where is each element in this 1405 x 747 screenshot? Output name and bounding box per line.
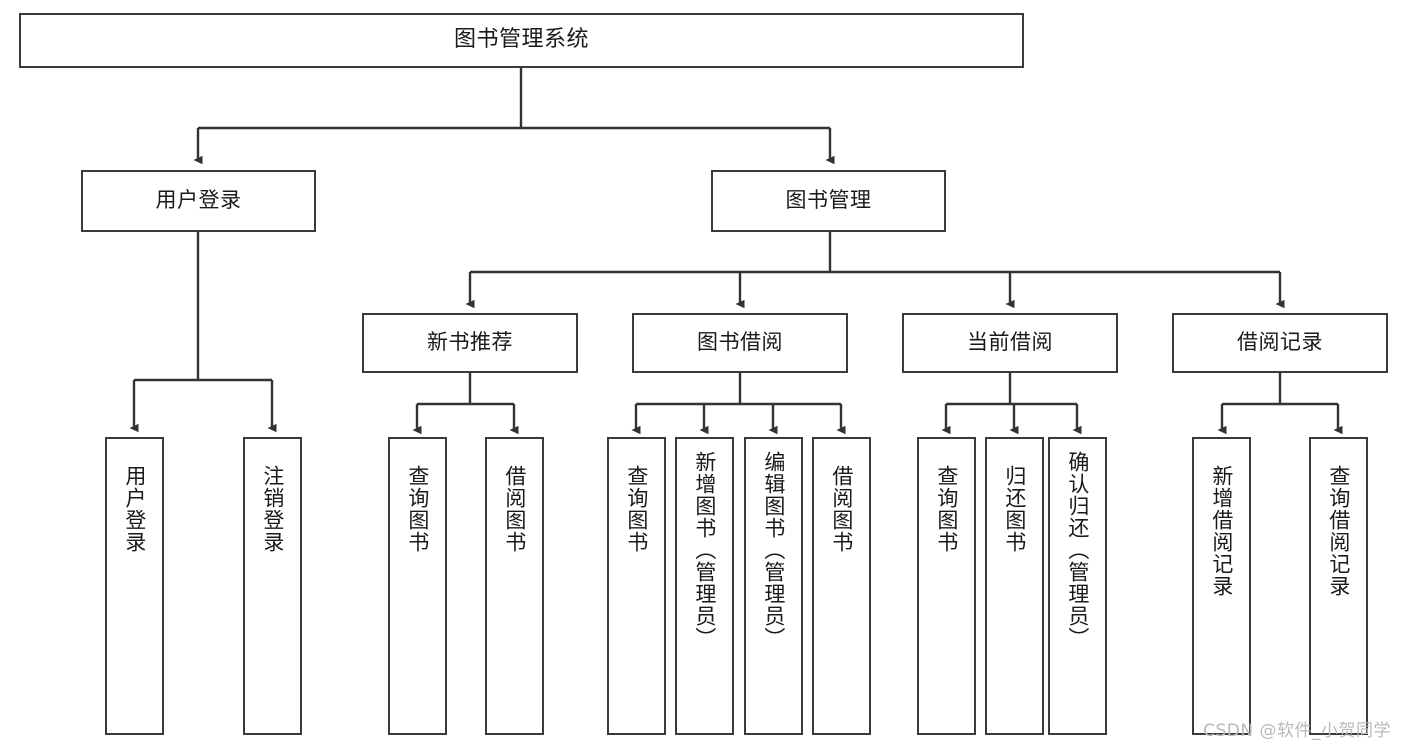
node-book-borrow-label: 图书借阅 xyxy=(697,330,783,355)
leaf-query-borrow-record-label: 查询借阅记录 xyxy=(1326,465,1351,597)
leaf-query-book-borrow-label: 查询图书 xyxy=(624,465,649,553)
leaf-borrow-book-borrow-label: 借阅图书 xyxy=(829,465,854,553)
watermark: CSDN @软件_小贺同学 xyxy=(1203,721,1391,741)
leaf-edit-book-label: 编辑图书（管理员） xyxy=(761,451,786,649)
leaf-logout-login-label: 注销登录 xyxy=(260,465,285,553)
node-book-manage-label: 图书管理 xyxy=(785,188,872,213)
node-book-borrow[interactable]: 图书借阅 xyxy=(632,313,848,373)
leaf-confirm-return[interactable]: 确认归还（管理员） xyxy=(1048,437,1107,735)
leaf-query-book-borrow[interactable]: 查询图书 xyxy=(607,437,666,735)
leaf-user-login[interactable]: 用户登录 xyxy=(105,437,164,735)
node-current-borrow-label: 当前借阅 xyxy=(967,330,1053,355)
node-new-book-recommend[interactable]: 新书推荐 xyxy=(362,313,578,373)
node-borrow-record[interactable]: 借阅记录 xyxy=(1172,313,1388,373)
leaf-borrow-book-borrow[interactable]: 借阅图书 xyxy=(812,437,871,735)
leaf-borrow-book-recommend-label: 借阅图书 xyxy=(502,465,527,553)
leaf-query-book-recommend-label: 查询图书 xyxy=(405,465,430,553)
leaf-return-book-label: 归还图书 xyxy=(1002,465,1027,553)
leaf-query-borrow-record[interactable]: 查询借阅记录 xyxy=(1309,437,1368,735)
leaf-user-login-label: 用户登录 xyxy=(122,465,147,553)
leaf-borrow-book-recommend[interactable]: 借阅图书 xyxy=(485,437,544,735)
leaf-add-book[interactable]: 新增图书（管理员） xyxy=(675,437,734,735)
leaf-query-book-current-label: 查询图书 xyxy=(934,465,959,553)
leaf-query-book-recommend[interactable]: 查询图书 xyxy=(388,437,447,735)
node-user-login-label: 用户登录 xyxy=(155,188,242,213)
leaf-add-borrow-record[interactable]: 新增借阅记录 xyxy=(1192,437,1251,735)
node-new-book-recommend-label: 新书推荐 xyxy=(427,330,513,355)
leaf-edit-book[interactable]: 编辑图书（管理员） xyxy=(744,437,803,735)
leaf-query-book-current[interactable]: 查询图书 xyxy=(917,437,976,735)
leaf-confirm-return-label: 确认归还（管理员） xyxy=(1065,451,1090,649)
node-borrow-record-label: 借阅记录 xyxy=(1237,330,1323,355)
node-root-book-management-system[interactable]: 图书管理系统 xyxy=(19,13,1024,68)
leaf-logout-login[interactable]: 注销登录 xyxy=(243,437,302,735)
node-current-borrow[interactable]: 当前借阅 xyxy=(902,313,1118,373)
leaf-add-borrow-record-label: 新增借阅记录 xyxy=(1209,465,1234,597)
node-user-login[interactable]: 用户登录 xyxy=(81,170,316,232)
node-root-label: 图书管理系统 xyxy=(453,27,589,53)
leaf-add-book-label: 新增图书（管理员） xyxy=(692,451,717,649)
node-book-manage[interactable]: 图书管理 xyxy=(711,170,946,232)
leaf-return-book[interactable]: 归还图书 xyxy=(985,437,1044,735)
